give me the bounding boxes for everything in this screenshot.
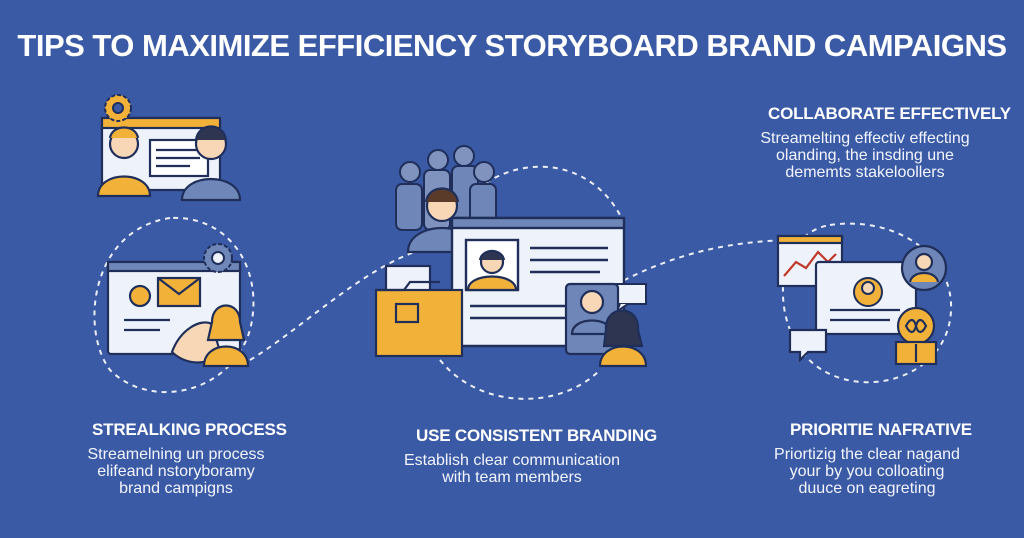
person-icon — [202, 304, 250, 368]
description-streamline: Streamelning un process elifeand nstoryb… — [68, 446, 284, 497]
chat-bubble-icon — [788, 328, 828, 363]
person-icon — [180, 125, 242, 202]
description-line: dememts stakeloollers — [785, 164, 945, 181]
heading-collaborate: COLLABORATE EFFECTIVELY — [768, 104, 1011, 123]
description-line: with team members — [442, 469, 582, 486]
left-dashed-loop — [93, 216, 255, 393]
person-icon — [466, 249, 518, 292]
description-line: Streamelting effectiv effecting — [760, 130, 970, 147]
center-dashed-arc-bottom — [439, 359, 601, 400]
gear-icon — [104, 94, 132, 122]
person-icon — [853, 277, 883, 307]
description-line: duuce on eagreting — [798, 480, 936, 497]
folder-icon — [374, 264, 464, 358]
description-line: your by you colloating — [789, 463, 945, 480]
description-line: brand campigns — [119, 480, 233, 497]
description-line: olanding, the insding une — [776, 147, 954, 164]
description-collaborate: Streamelting effectiv effecting olanding… — [750, 130, 980, 181]
heading-streamline: STREALKING PROCESS — [92, 420, 287, 439]
heading-branding: USE CONSISTENT BRANDING — [416, 426, 657, 445]
description-branding: Establish clear communication with team … — [396, 452, 628, 486]
envelope-icon — [156, 276, 202, 308]
description-narrative: Priortizig the clear nagand your by you … — [752, 446, 982, 497]
person-icon — [598, 309, 648, 368]
center-dashed-path — [249, 249, 421, 361]
heading-narrative: PRIORITIE NAFRATIVE — [790, 420, 972, 439]
description-line: elifeand nstoryboramy — [97, 463, 255, 480]
person-icon — [96, 126, 152, 198]
description-line: Streamelning un process — [87, 446, 265, 463]
right-dashed-path — [614, 239, 801, 286]
page-title: TIPS TO MAXIMIZE EFFICIENCY STORYBOARD B… — [17, 28, 1007, 63]
gear-icon — [203, 243, 233, 273]
description-line: Establish clear communication — [403, 452, 621, 469]
infinity-icon — [894, 306, 938, 366]
person-icon — [900, 244, 948, 292]
description-line: Priortizig the clear nagand — [774, 446, 960, 463]
